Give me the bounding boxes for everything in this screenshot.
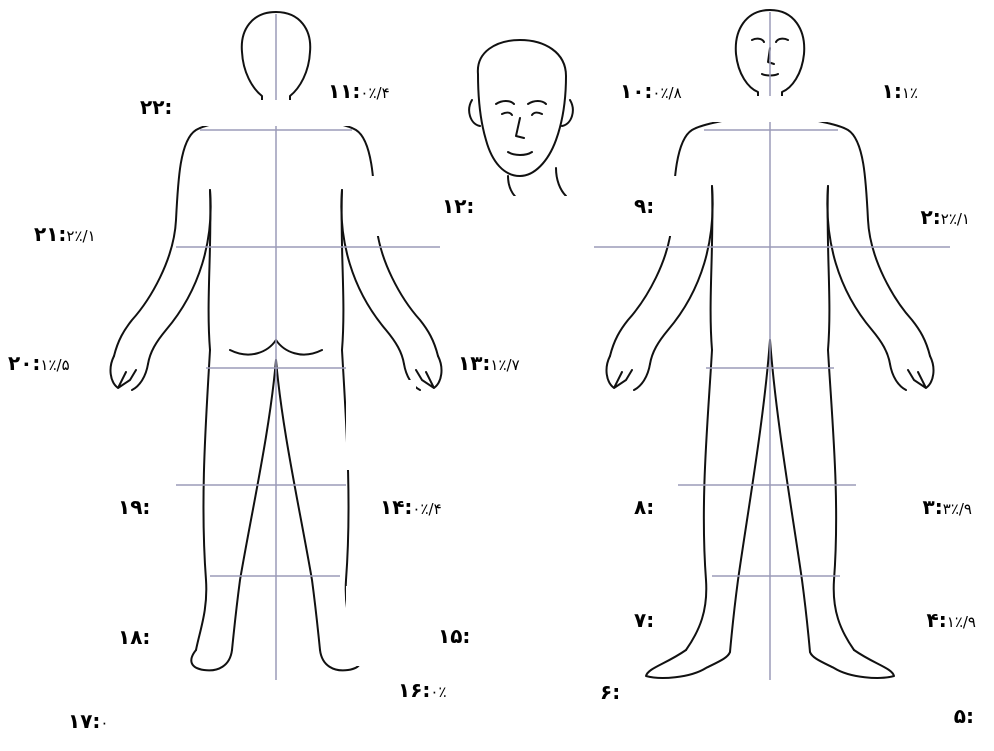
- region-number: ۱:: [882, 79, 902, 103]
- region-value: ۱٪/۷: [490, 356, 519, 374]
- region-label-6: ۶:: [600, 682, 624, 702]
- region-value: ۰٪/۴: [360, 84, 389, 102]
- region-number: ۴:: [927, 608, 947, 632]
- region-number: ۷:: [634, 608, 654, 632]
- region-label-18: ۱۸:: [118, 627, 154, 647]
- region-number: ۹:: [634, 194, 654, 218]
- face-figure: [469, 40, 573, 200]
- region-label-12: ۱۲:: [442, 196, 478, 216]
- region-label-4: ۴:۱٪/۹: [927, 610, 980, 630]
- region-value: ۳٪/۹: [943, 500, 972, 518]
- region-label-9: ۹:: [634, 196, 658, 216]
- region-label-11: ۱۱:۰٪/۴: [328, 81, 394, 101]
- region-label-13: ۱۳:۱٪/۷: [458, 353, 524, 373]
- region-value: ۱٪/۹: [947, 613, 976, 631]
- region-number: ۱۴:: [380, 495, 412, 519]
- region-number: ۱۹:: [118, 495, 150, 519]
- region-label-16: ۱۶:۰٪: [398, 680, 451, 700]
- region-value: ۱٪/۵: [40, 356, 69, 374]
- region-number: ۱۸:: [118, 625, 150, 649]
- region-value: ۲٪/۱: [941, 210, 970, 228]
- region-number: ۱۶:: [398, 678, 430, 702]
- region-value: ۲٪/۱: [66, 227, 95, 245]
- region-number: ۶:: [600, 680, 620, 704]
- region-label-21: ۲۱:۲٪/۱: [34, 224, 100, 244]
- region-label-20: ۲۰:۱٪/۵: [8, 353, 74, 373]
- region-number: ۱۵:: [438, 624, 470, 648]
- region-number: ۲۱:: [34, 222, 66, 246]
- region-number: ۲۰:: [8, 351, 40, 375]
- region-label-10: ۱۰:۰٪/۸: [620, 81, 686, 101]
- region-number: ۲۲:: [140, 95, 172, 119]
- region-label-22: ۲۲:: [140, 97, 176, 117]
- region-value: ۰: [100, 714, 108, 732]
- region-label-7: ۷:: [634, 610, 658, 630]
- region-number: ۱۱:: [328, 79, 360, 103]
- region-number: ۵:: [954, 704, 974, 728]
- region-label-2: ۲:۲٪/۱: [921, 207, 974, 227]
- region-label-1: ۱:۱٪: [882, 81, 922, 101]
- region-label-17: ۱۷:۰: [68, 711, 112, 731]
- region-number: ۳:: [923, 495, 943, 519]
- region-number: ۱۲:: [442, 194, 474, 218]
- region-label-5: ۵:: [954, 706, 978, 726]
- region-number: ۱۷:: [68, 709, 100, 733]
- region-label-15: ۱۵:: [438, 626, 474, 646]
- region-label-8: ۸:: [634, 497, 658, 517]
- region-label-19: ۱۹:: [118, 497, 154, 517]
- region-value: ۰٪: [430, 683, 446, 701]
- region-value: ۰٪/۸: [652, 84, 681, 102]
- region-number: ۱۳:: [458, 351, 490, 375]
- region-label-3: ۳:۳٪/۹: [923, 497, 976, 517]
- region-value: ۱٪: [902, 84, 918, 102]
- region-number: ۱۰:: [620, 79, 652, 103]
- region-label-14: ۱۴:۰٪/۴: [380, 497, 446, 517]
- region-number: ۲:: [921, 205, 941, 229]
- region-value: ۰٪/۴: [412, 500, 441, 518]
- region-number: ۸:: [634, 495, 654, 519]
